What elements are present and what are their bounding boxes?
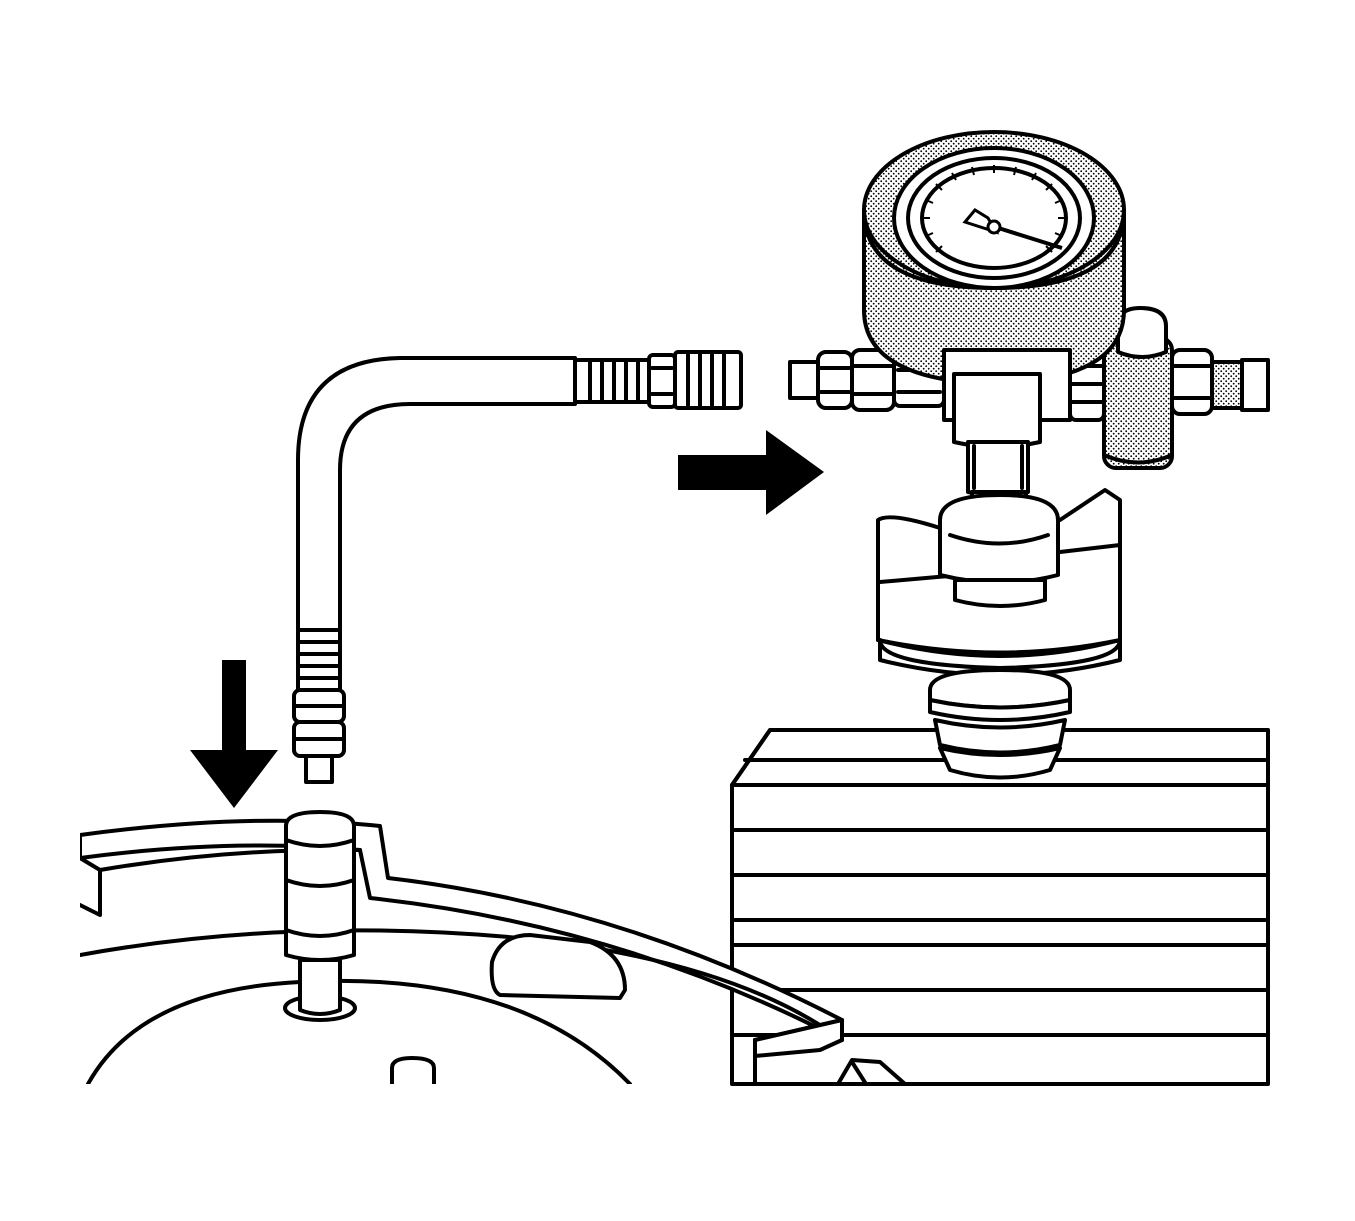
hose-fitting-bottom bbox=[292, 628, 346, 784]
gauge-ticks bbox=[922, 165, 1066, 253]
adapter-hose bbox=[292, 350, 743, 784]
coolant-reservoir bbox=[80, 810, 907, 1084]
cap-adapter bbox=[876, 488, 1122, 780]
arrow-right-icon bbox=[678, 430, 824, 515]
pressure-tester bbox=[788, 130, 1270, 780]
pressure-gauge bbox=[862, 130, 1126, 386]
gauge-needle bbox=[962, 208, 1063, 250]
arrow-down-icon bbox=[190, 660, 278, 808]
hose-ferrule-right bbox=[573, 350, 743, 410]
